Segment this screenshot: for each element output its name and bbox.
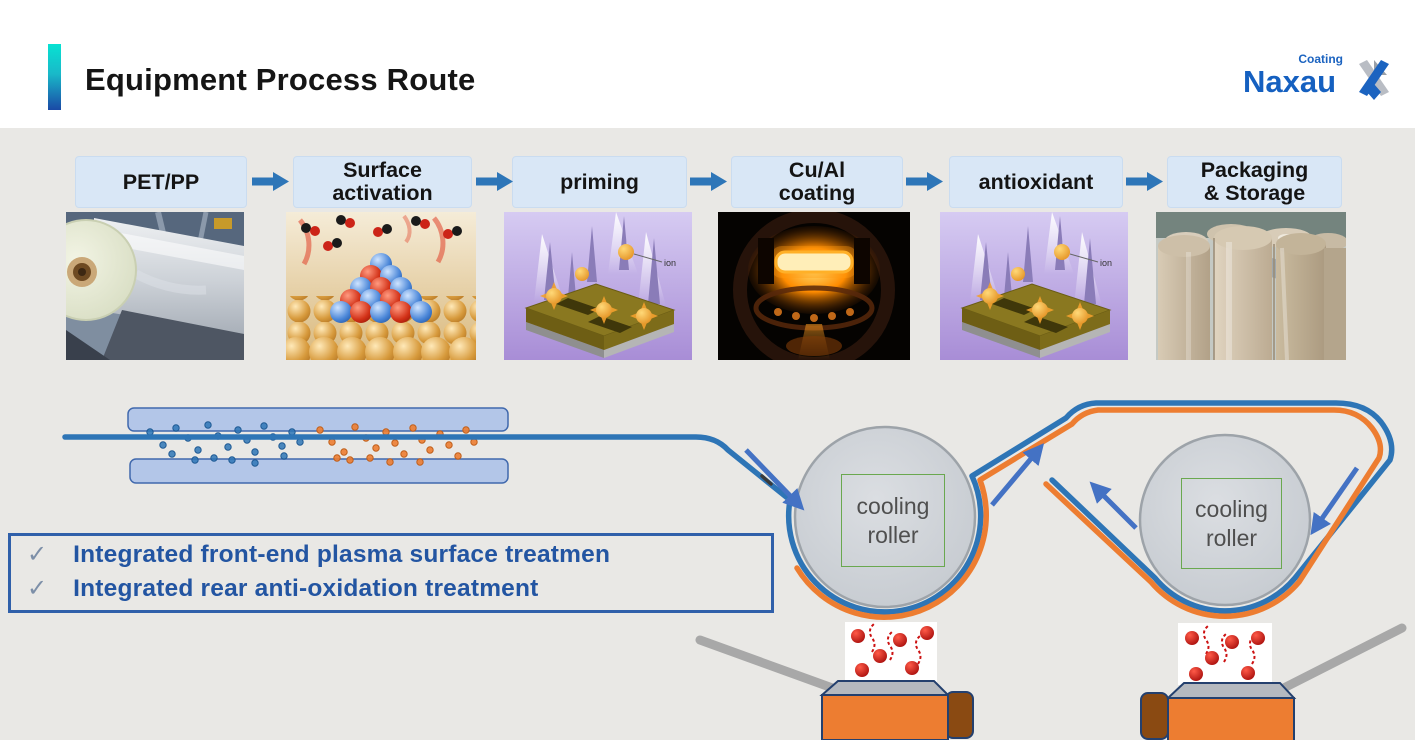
ion-annotation: ion: [1100, 258, 1112, 268]
antioxidant-ion-photo: ion: [940, 212, 1128, 360]
cu-al-evaporation-photo: [718, 212, 910, 360]
packaged-rolls-photo: [1156, 212, 1346, 360]
brand-tagline: Coating: [1298, 52, 1343, 66]
step-box-priming: priming: [512, 156, 687, 208]
brand-logo: Coating Naxau: [1239, 52, 1399, 110]
step-label: Packaging & Storage: [1200, 158, 1309, 205]
brand-x-icon: [1359, 60, 1389, 100]
film-web-path: [62, 400, 1395, 615]
brand-name: Naxau: [1243, 64, 1337, 99]
flow-arrow-icon: [252, 172, 289, 191]
cooling-roller-2-label: cooling roller: [1181, 478, 1282, 569]
step-box-packaging-storage: Packaging & Storage: [1167, 156, 1342, 208]
flow-arrow-icon: [690, 172, 727, 191]
checklist-item: ✓ Integrated front-end plasma surface tr…: [27, 540, 771, 574]
flow-arrow-icon: [476, 172, 513, 191]
step-box-pet-pp: PET/PP: [75, 156, 247, 208]
plasma-particles-orange: [316, 423, 478, 466]
metal-vapor-box-2: [1178, 623, 1272, 685]
checkmark-icon: ✓: [27, 541, 48, 568]
step-box-cu-al-coating: Cu/Al coating: [731, 156, 903, 208]
title-accent-bar: [48, 44, 61, 110]
surface-activation-photo: [286, 212, 476, 360]
step-label: Cu/Al coating: [778, 158, 856, 205]
feature-checklist: ✓ Integrated front-end plasma surface tr…: [8, 533, 774, 613]
evaporation-source-2: [1140, 623, 1407, 740]
checklist-text: Integrated front-end plasma surface trea…: [73, 541, 611, 568]
step-label: antioxidant: [978, 169, 1094, 194]
evaporation-source-1: [695, 635, 974, 740]
pet-pp-roll-photo: [66, 212, 244, 360]
web-direction-arrows: [744, 443, 1360, 536]
ion-annotation: ion: [664, 258, 676, 268]
checklist-text: Integrated rear anti-oxidation treatment: [73, 575, 539, 602]
step-box-surface-activation: Surface activation: [293, 156, 472, 208]
header: Equipment Process Route Coating Naxau: [0, 0, 1415, 128]
checklist-item: ✓ Integrated rear anti-oxidation treatme…: [27, 574, 771, 608]
step-box-antioxidant: antioxidant: [949, 156, 1123, 208]
step-label: Surface activation: [332, 158, 433, 205]
flow-arrow-icon: [1126, 172, 1163, 191]
cooling-roller-1-label: cooling roller: [841, 474, 945, 567]
molecule-cluster: [330, 253, 432, 323]
cooling-roller-1: [793, 425, 977, 609]
page-title: Equipment Process Route: [85, 62, 476, 97]
step-label: PET/PP: [122, 169, 200, 194]
coated-film-path: [794, 407, 1384, 620]
cooling-roller-2: [1138, 433, 1312, 607]
flow-arrow-icon: [906, 172, 943, 191]
checkmark-icon: ✓: [27, 575, 48, 602]
metal-vapor-box-1: [845, 622, 937, 682]
step-label: priming: [560, 169, 639, 194]
priming-ion-photo: ion: [504, 212, 692, 360]
coating-line-diagram: [62, 400, 1407, 740]
